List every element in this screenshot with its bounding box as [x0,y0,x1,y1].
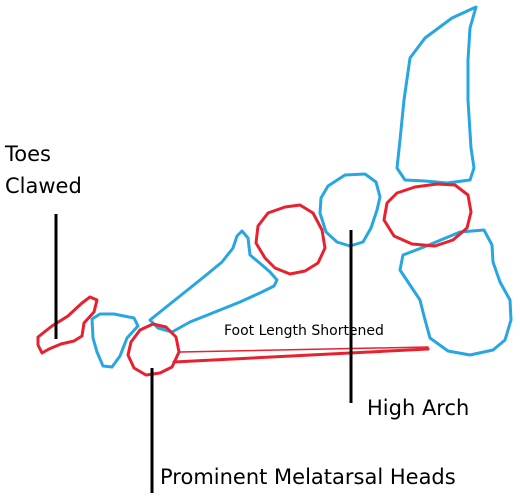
talus-bone [318,172,382,248]
tibia-bone [395,5,478,185]
toe-tip-bone [36,295,99,355]
high-arch-label: High Arch [367,396,470,420]
calcaneus-bone [398,228,513,357]
navicular-bone [382,182,473,248]
metatarsal-heads-label: Prominent Melatarsal Heads [160,465,456,489]
clawed-label: Clawed [5,174,82,198]
metatarsal-head-bone [126,322,181,377]
cuneiform-bone [254,203,327,276]
foot-length-line [172,347,430,364]
toes-label: Toes [5,142,51,166]
metatarsal-bone [148,229,279,334]
proximal-phalanx-bone [90,312,140,369]
foot-length-line-upper [179,346,429,353]
foot-length-label: Foot Length Shortened [224,323,384,339]
